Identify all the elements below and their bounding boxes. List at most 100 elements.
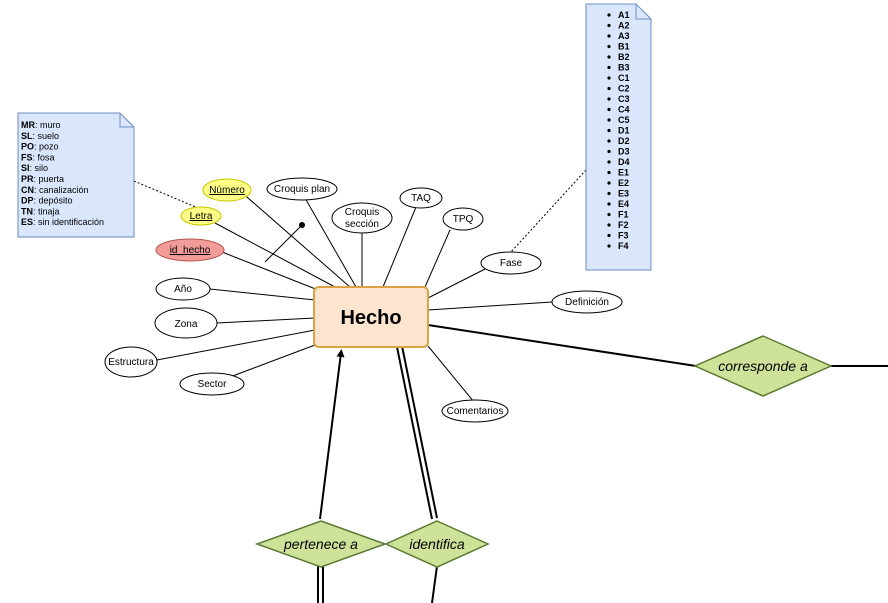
- rel-identifica-label: identifica: [409, 536, 464, 552]
- bullet-icon: [607, 244, 611, 248]
- note-fase-item: D3: [618, 147, 630, 157]
- connector-tpq: [424, 229, 451, 288]
- bullet-icon: [607, 170, 611, 175]
- note-letra-item: PR: puerta: [21, 174, 64, 184]
- connector-id-hecho: [221, 251, 319, 291]
- note-fase-list: A1A2A3B1B2B3C1C2C3C4C5D1D2D3D4E1E2E3E4F1…: [607, 10, 630, 251]
- connector-estructura: [156, 329, 316, 361]
- note-fase-item: A1: [618, 10, 630, 20]
- note-fase-item: A3: [618, 31, 630, 41]
- note-fase-item: E1: [618, 168, 629, 178]
- note-fase: A1A2A3B1B2B3C1C2C3C4C5D1D2D3D4E1E2E3E4F1…: [585, 3, 652, 271]
- attr-estructura-label: Estructura: [108, 357, 154, 368]
- bullet-icon: [607, 191, 611, 196]
- attribute-connectors: [156, 190, 553, 403]
- connector-sector: [229, 344, 316, 378]
- bullet-icon: [607, 118, 611, 122]
- note-fase-item: A2: [618, 21, 630, 31]
- bullet-icon: [607, 97, 611, 101]
- note-fase-item: B2: [618, 52, 630, 62]
- bullet-icon: [607, 223, 611, 227]
- note-letra-item: PO: pozo: [21, 142, 59, 152]
- entity-hecho[interactable]: Hecho: [313, 286, 429, 348]
- note-fase-item: D4: [618, 157, 630, 167]
- entity-hecho-label: Hecho: [340, 307, 401, 329]
- attr-anio[interactable]: Año: [155, 277, 211, 301]
- note-fase-item: F1: [618, 210, 629, 220]
- note-fase-item: C5: [618, 115, 630, 125]
- note-letra-item: TN: tinaja: [21, 206, 60, 216]
- attr-comentarios[interactable]: Comentarios: [441, 399, 509, 423]
- note-fase-item: C4: [618, 105, 630, 115]
- note-letra-connector: [133, 180, 199, 209]
- note-letra-item: SI: silo: [21, 163, 48, 173]
- attr-definicion-label: Definición: [565, 297, 609, 308]
- attr-numero[interactable]: Número: [202, 178, 252, 202]
- connector-definicion: [427, 301, 553, 311]
- bullet-icon: [607, 149, 611, 154]
- attr-tpq[interactable]: TPQ: [442, 207, 484, 231]
- attr-fase[interactable]: Fase: [480, 251, 542, 275]
- bullet-icon: [607, 23, 611, 28]
- rel-corresponde-label: corresponde a: [718, 358, 808, 374]
- connector-taq: [382, 206, 417, 288]
- attr-comentarios-label: Comentarios: [447, 406, 504, 417]
- note-fase-item: D2: [618, 136, 630, 146]
- attr-definicion[interactable]: Definición: [551, 290, 623, 314]
- note-letra-item: ES: sin identificación: [21, 217, 104, 227]
- attr-zona-label: Zona: [175, 319, 198, 330]
- note-fase-connector: [509, 169, 587, 254]
- attr-croquis-seccion-label-2: sección: [345, 219, 379, 230]
- bullet-icon: [607, 86, 611, 91]
- attr-sector[interactable]: Sector: [179, 372, 245, 396]
- note-fase-item: C3: [618, 94, 630, 104]
- attr-anio-label: Año: [174, 284, 192, 295]
- bullet-icon: [607, 139, 611, 143]
- attr-croquis-plan[interactable]: Croquis plan: [266, 177, 338, 201]
- bullet-icon: [607, 76, 611, 80]
- connector-numero: [239, 190, 351, 288]
- attr-zona[interactable]: Zona: [154, 307, 218, 339]
- attr-croquis-plan-label: Croquis plan: [274, 184, 330, 195]
- attr-id-hecho[interactable]: id_hecho: [155, 238, 225, 262]
- bullet-icon: [607, 34, 611, 38]
- bullet-icon: [607, 212, 611, 217]
- bullet-icon: [607, 181, 611, 185]
- connector-fase: [427, 267, 488, 299]
- note-fase-item: B1: [618, 42, 630, 52]
- note-fase-item: E4: [618, 199, 629, 209]
- rel-identifica[interactable]: identifica: [384, 520, 490, 568]
- attr-letra[interactable]: Letra: [180, 206, 222, 226]
- note-fase-item: C1: [618, 73, 630, 83]
- link-identifica-down: [431, 565, 438, 603]
- attr-numero-label: Número: [209, 185, 245, 196]
- note-letra-item: DP: depósito: [21, 196, 73, 206]
- link-identifica-b: [401, 345, 438, 519]
- composite-dot: [299, 222, 305, 228]
- connector-letra: [214, 222, 336, 288]
- attr-sector-label: Sector: [198, 379, 228, 390]
- note-fase-item: E3: [618, 189, 629, 199]
- bullet-icon: [607, 65, 611, 70]
- bullet-icon: [607, 160, 611, 164]
- note-letra-item: SL: suelo: [21, 131, 59, 141]
- bullet-icon: [607, 233, 611, 238]
- note-fase-item: C2: [618, 84, 630, 94]
- bullet-icon: [607, 13, 611, 17]
- link-pertenece: [319, 349, 345, 520]
- bullet-icon: [607, 55, 611, 59]
- rel-corresponde[interactable]: corresponde a: [693, 335, 833, 397]
- attr-estructura[interactable]: Estructura: [104, 346, 158, 378]
- note-fase-item: F4: [618, 241, 629, 251]
- attr-taq[interactable]: TAQ: [399, 187, 443, 209]
- connector-anio: [209, 288, 316, 301]
- rel-pertenece[interactable]: pertenece a: [254, 520, 388, 568]
- note-letra-item: CN: canalización: [21, 185, 89, 195]
- connector-croquis-plan: [304, 197, 357, 288]
- note-fase-item: E2: [618, 178, 629, 188]
- attr-croquis-seccion[interactable]: Croquis sección: [331, 202, 393, 234]
- note-letra-item: MR: muro: [21, 120, 61, 130]
- note-fase-item: F3: [618, 231, 629, 241]
